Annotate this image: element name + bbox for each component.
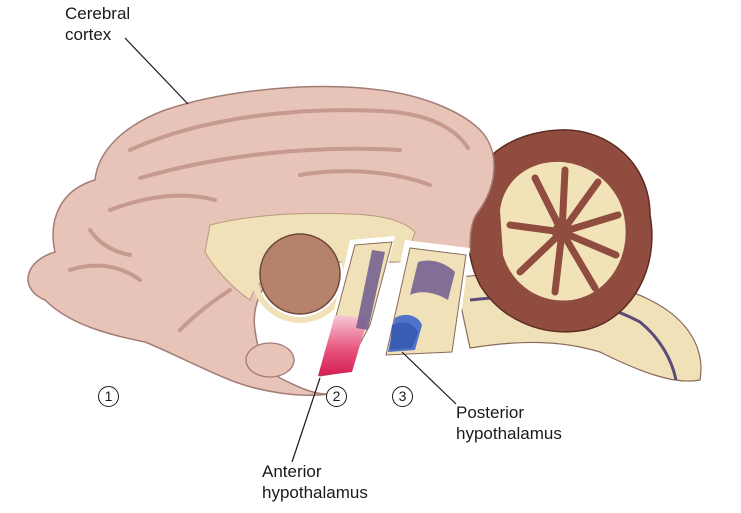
pituitary [245,342,295,378]
leader-lines [124,37,457,463]
section-slab-3 [380,240,470,362]
cerebellum [466,129,653,333]
cerebral-cortex-label-line1: Cerebral [65,4,131,23]
cerebral-cortex-label: Cerebral cortex [65,3,130,45]
cerebral-cortex-leader [124,37,189,105]
posterior-hypothalamus-label-line2: hypothalamus [456,424,562,443]
section-marker-2: 2 [326,386,347,407]
anterior-hypothalamus-leader [291,377,321,463]
anterior-hypothalamus-label-line1: Anterior [262,462,322,481]
section-slab-2 [318,236,395,382]
cortex-folds [68,108,470,332]
posterior-hypothalamus-label: Posterior hypothalamus [456,402,562,444]
anterior-hypothalamus-label: Anterior hypothalamus [262,461,368,503]
posterior-hypothalamus-region [390,322,418,350]
posterior-hypothalamus-leader [401,351,457,405]
section-marker-1: 1 [98,386,119,407]
anterior-hypothalamus-region [318,315,368,376]
cerebral-cortex-label-line2: cortex [65,25,112,44]
section-marker-3: 3 [392,386,413,407]
thalamus [259,233,341,315]
anterior-hypothalamus-label-line2: hypothalamus [262,483,368,502]
posterior-hypothalamus-label-line1: Posterior [456,403,525,422]
